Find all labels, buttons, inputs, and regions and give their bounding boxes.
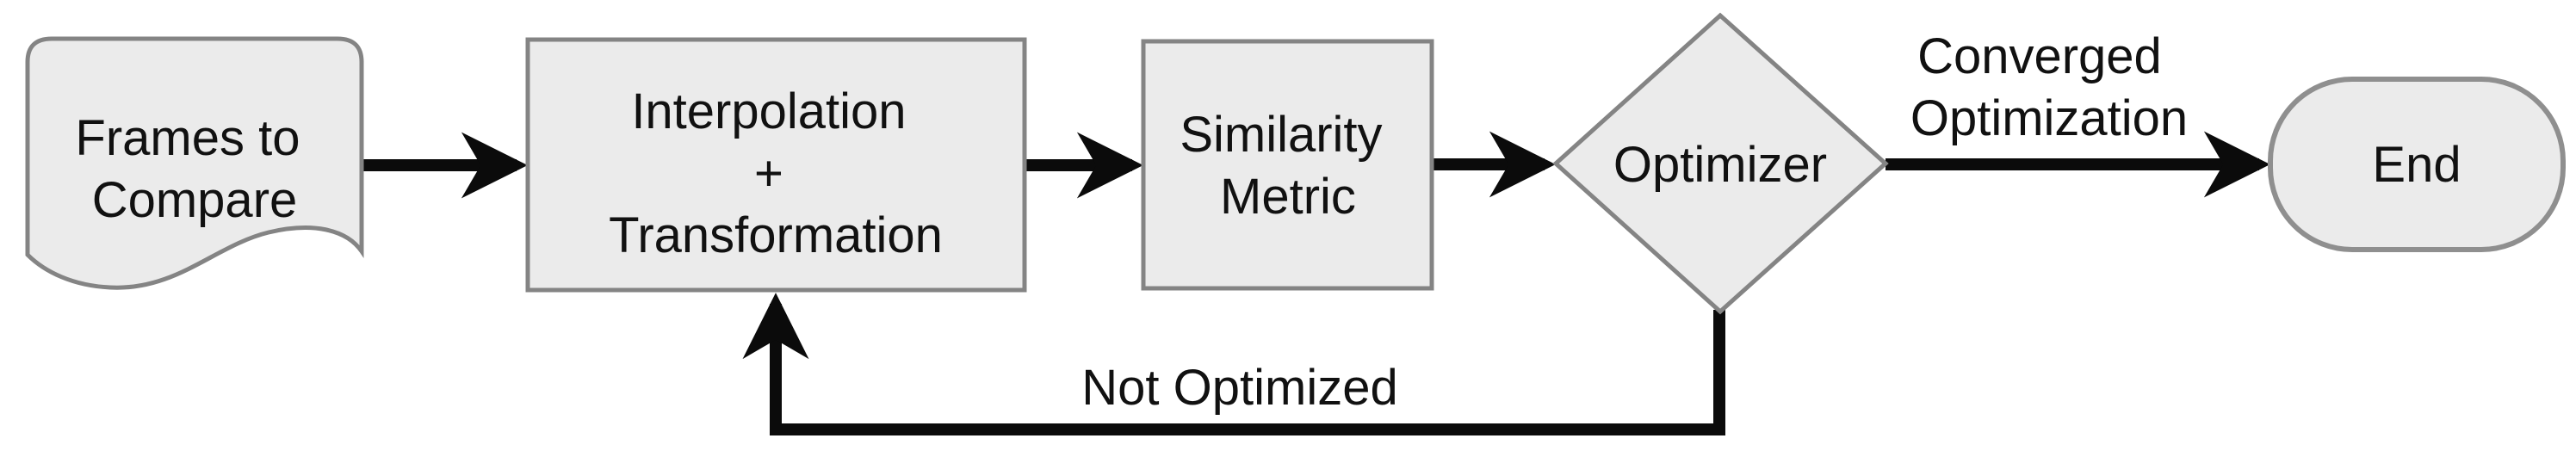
node-interpolation-label-line1: Interpolation bbox=[631, 83, 906, 139]
edge-layer bbox=[362, 131, 2270, 435]
node-end-terminator bbox=[2268, 77, 2566, 252]
edge-label-layer: Converged Optimization Not Optimized bbox=[1081, 28, 2188, 416]
node-frames-label-line1: Frames to bbox=[75, 110, 300, 166]
edge-label-converged-optimization: Converged Optimization bbox=[1910, 28, 2188, 146]
node-similarity-box bbox=[1141, 39, 1434, 291]
edge-label-converged-line1: Converged bbox=[1917, 28, 2162, 84]
edge-label-converged-line2: Optimization bbox=[1910, 90, 2188, 146]
node-optimizer-diamond bbox=[1552, 12, 1889, 315]
edge-label-not-optimized: Not Optimized bbox=[1081, 360, 1397, 416]
node-interpolation-label-line3: Transformation bbox=[609, 207, 943, 263]
node-interpolation-box bbox=[525, 37, 1027, 293]
node-similarity-label-line2: Metric bbox=[1220, 169, 1356, 225]
edge-optimizer-feedback-to-interpolation bbox=[742, 293, 1725, 435]
node-frames-document bbox=[25, 36, 364, 290]
node-layer: Frames to Compare Interpolation + Transf… bbox=[25, 12, 2566, 315]
node-optimizer-label: Optimizer bbox=[1613, 137, 1827, 193]
node-frames-label: Frames to Compare bbox=[75, 110, 313, 228]
node-similarity-label: Similarity Metric bbox=[1180, 107, 1396, 225]
node-interpolation-label: Interpolation + Transformation bbox=[609, 83, 943, 263]
node-frames-label-line2: Compare bbox=[92, 172, 298, 228]
node-interpolation-label-line2: + bbox=[754, 145, 783, 201]
node-similarity-label-line1: Similarity bbox=[1180, 107, 1382, 163]
node-end-label: End bbox=[2372, 137, 2461, 193]
